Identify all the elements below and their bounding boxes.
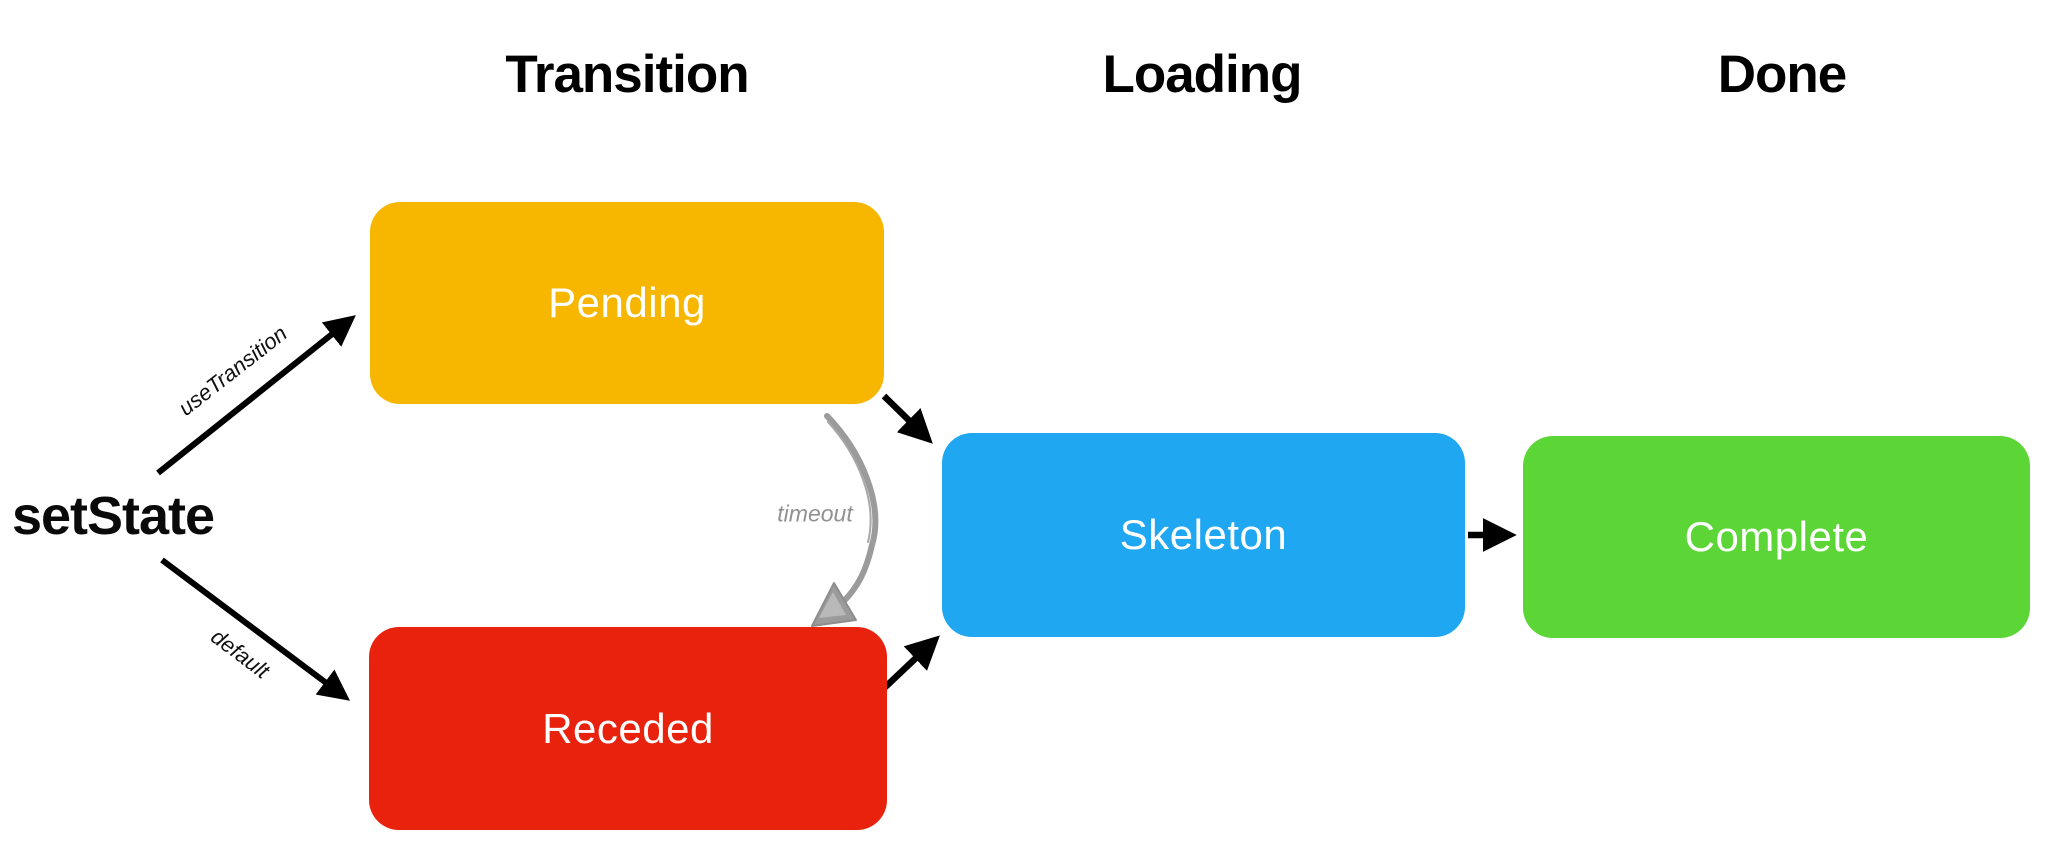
column-header-transition: Transition — [505, 45, 749, 104]
timeout-arrowhead-inner — [819, 592, 846, 618]
column-header-loading: Loading — [1102, 45, 1302, 104]
node-complete: Complete — [1523, 436, 2030, 638]
edge-pending-timeout-receded — [811, 413, 879, 627]
setstate-source-label: setState — [11, 486, 215, 546]
timeout-curve — [824, 413, 879, 605]
edge-pending-to-skeleton — [881, 393, 933, 444]
node-receded-label: Receded — [542, 704, 714, 752]
edge-receded-to-skeleton — [877, 635, 940, 695]
node-skeleton-label: Skeleton — [1119, 511, 1288, 558]
node-skeleton: Skeleton — [942, 433, 1465, 637]
node-pending: Pending — [370, 202, 884, 404]
edge-setstate-to-pending — [156, 315, 356, 476]
timeout-curve-sketch-stroke — [827, 421, 872, 543]
node-complete-label: Complete — [1684, 513, 1869, 560]
node-pending-label: Pending — [548, 279, 706, 326]
edge-setstate-to-receded — [160, 557, 350, 701]
column-header-done: Done — [1717, 45, 1847, 104]
node-receded: Receded — [369, 627, 887, 830]
edge-label-timeout: timeout — [777, 500, 853, 527]
